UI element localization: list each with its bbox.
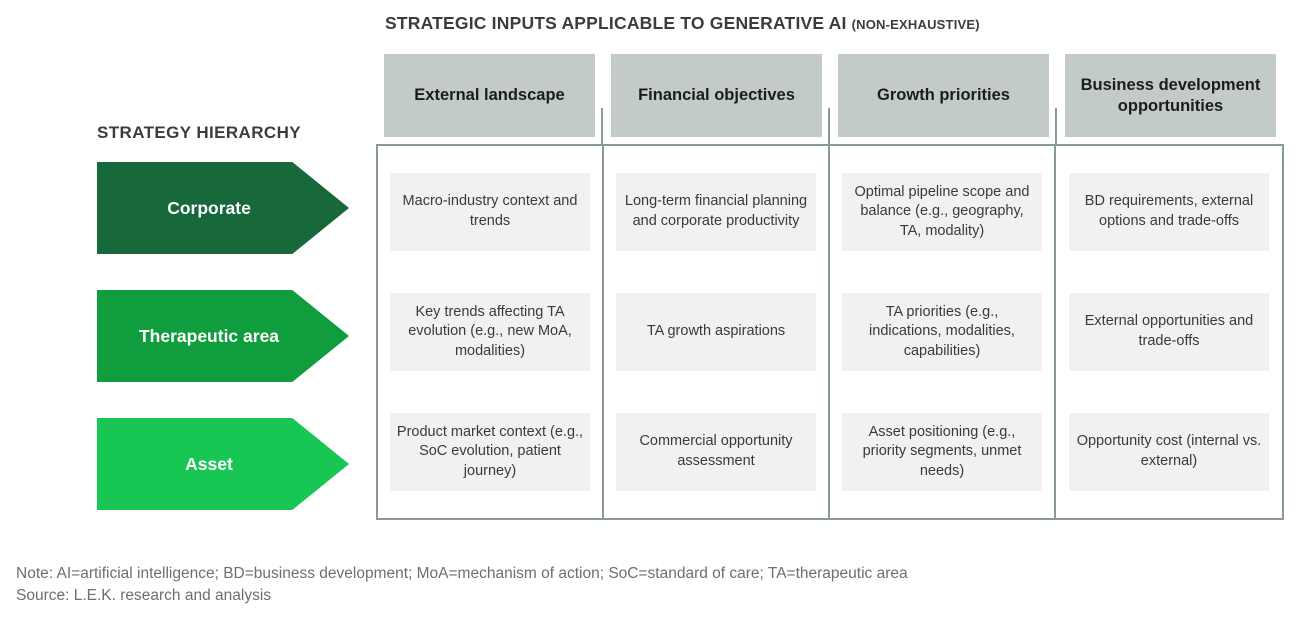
strategy-hierarchy-label: STRATEGY HIERARCHY [97,123,301,142]
column-divider-2 [828,108,830,144]
hierarchy-arrow-corporate-label: Corporate [167,197,251,218]
hierarchy-arrow-corporate: Corporate [97,162,349,254]
footer-source: Source: L.E.K. research and analysis [16,587,272,605]
matrix-cell: Macro-industry context and trends [390,173,590,251]
matrix-cell: TA priorities (e.g., indications, modali… [842,293,1042,371]
matrix-column-headers: External landscape Financial objectives … [376,54,1284,137]
page-title-qualifier: (NON-EXHAUSTIVE) [851,17,980,32]
strategy-hierarchy-arrows: Corporate Therapeutic area Asset [97,162,349,516]
matrix-column-external-landscape: Macro-industry context and trends Key tr… [378,146,604,518]
matrix-cell: Optimal pipeline scope and balance (e.g.… [842,173,1042,251]
matrix-cell: Product market context (e.g., SoC evolut… [390,413,590,491]
footer: Note: AI=artificial intelligence; BD=bus… [16,563,908,608]
matrix-column-growth-priorities: Optimal pipeline scope and balance (e.g.… [830,146,1056,518]
page-title-main: STRATEGIC INPUTS APPLICABLE TO GENERATIV… [385,13,847,33]
strategic-inputs-matrix: External landscape Financial objectives … [376,54,1284,520]
matrix-cell: Long-term financial planning and corpora… [616,173,816,251]
matrix-cell: Key trends affecting TA evolution (e.g.,… [390,293,590,371]
matrix-column-header-growth-priorities: Growth priorities [830,54,1057,137]
matrix-cell: BD requirements, external options and tr… [1069,173,1269,251]
matrix-column-financial-objectives: Long-term financial planning and corpora… [604,146,830,518]
column-divider-1 [601,108,603,144]
matrix-column-header-business-development-opportunities: Business development opportunities [1057,54,1284,137]
hierarchy-arrow-asset-label: Asset [185,453,233,474]
matrix-cell: External opportunities and trade-offs [1069,293,1269,371]
matrix-column-business-development-opportunities: BD requirements, external options and tr… [1056,146,1282,518]
matrix-cell: Commercial opportunity assessment [616,413,816,491]
matrix-column-header-label: External landscape [384,54,595,137]
hierarchy-arrow-therapeutic-area-label: Therapeutic area [138,325,280,346]
matrix-cell: Opportunity cost (internal vs. external) [1069,413,1269,491]
matrix-column-header-financial-objectives: Financial objectives [603,54,830,137]
page-title: STRATEGIC INPUTS APPLICABLE TO GENERATIV… [385,13,1285,34]
matrix-cell: TA growth aspirations [616,293,816,371]
footer-note: Note: AI=artificial intelligence; BD=bus… [16,565,908,582]
matrix-cell: Asset positioning (e.g., priority segmen… [842,413,1042,491]
matrix-column-header-label: Financial objectives [611,54,822,137]
hierarchy-arrow-asset: Asset [97,418,349,510]
matrix-column-header-label: Business development opportunities [1065,54,1276,137]
matrix-column-header-external-landscape: External landscape [376,54,603,137]
hierarchy-arrow-therapeutic-area: Therapeutic area [97,290,349,382]
column-divider-3 [1055,108,1057,144]
matrix-column-header-label: Growth priorities [838,54,1049,137]
matrix-body: Macro-industry context and trends Key tr… [376,144,1284,520]
